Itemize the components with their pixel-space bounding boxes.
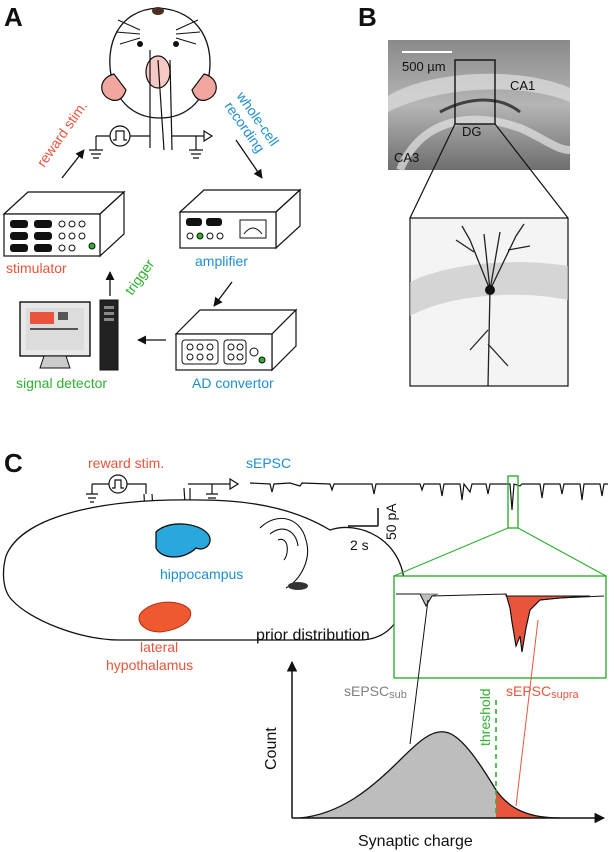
pointer-sub xyxy=(409,599,429,745)
scale-bar-trace xyxy=(348,508,379,527)
stimulus-circuit xyxy=(89,125,214,159)
electrodes xyxy=(149,50,173,151)
label-ca3: CA3 xyxy=(394,150,419,165)
label-prior-distribution: prior distribution xyxy=(256,627,370,644)
label-50pa: 50 pA xyxy=(383,503,399,540)
distribution-plot xyxy=(286,660,606,824)
label-count: Count xyxy=(263,727,280,770)
stimulator-device xyxy=(2,190,126,258)
label-reward-stim-a: reward stim. xyxy=(33,98,90,170)
label-scale-500um: 500 µm xyxy=(402,59,446,74)
label-2s: 2 s xyxy=(350,537,369,553)
sepsc-sub-main: sEPSC xyxy=(344,683,389,699)
label-lateral: lateral xyxy=(140,639,178,655)
rat-brain-sagittal xyxy=(2,499,406,641)
label-sepsc-supra: sEPSCsupra xyxy=(506,683,580,701)
zoom-lines-green xyxy=(393,527,607,577)
zoom-window xyxy=(507,475,519,529)
panel-letter-b: B xyxy=(358,2,377,32)
arrow-amp-to-ad xyxy=(213,281,233,307)
hippocampus-slice-image xyxy=(388,40,571,172)
label-reward-stim-c: reward stim. xyxy=(88,455,164,471)
amplifier-device xyxy=(178,188,302,250)
hippocampus-region xyxy=(155,523,211,558)
sepsc-supra-subscript: supra xyxy=(551,689,579,701)
label-sepsc-sub: sEPSCsub xyxy=(344,683,407,701)
arrow-record xyxy=(235,139,263,179)
label-hypothalamus: hypothalamus xyxy=(106,657,193,673)
zoom-line-left xyxy=(409,123,456,219)
dentate-neuron-image xyxy=(409,217,569,387)
pointer-supra xyxy=(515,619,539,807)
label-trigger: trigger xyxy=(121,256,157,298)
zoom-inset xyxy=(393,575,607,679)
label-signal-detector: signal detector xyxy=(16,375,107,391)
label-sepsc: sEPSC xyxy=(246,455,291,471)
rat-head xyxy=(101,7,217,119)
label-dg: DG xyxy=(462,124,482,139)
label-ca1: CA1 xyxy=(510,78,535,93)
ad-convertor-device xyxy=(174,308,298,372)
panel-letter-a: A xyxy=(4,2,23,32)
label-stimulator: stimulator xyxy=(6,260,67,276)
lateral-hypothalamus-region xyxy=(138,601,192,633)
label-synaptic-charge: Synaptic charge xyxy=(358,833,473,850)
sepsc-sub-subscript: sub xyxy=(389,689,407,701)
signal-detector-computer xyxy=(19,299,119,371)
panel-letter-c: C xyxy=(4,448,23,478)
label-amplifier: amplifier xyxy=(195,253,248,269)
zoom-line-right xyxy=(494,123,569,219)
sepsc-trace xyxy=(249,482,608,511)
label-hippocampus: hippocampus xyxy=(160,566,243,582)
sepsc-supra-main: sEPSC xyxy=(506,683,551,699)
label-ad-convertor: AD convertor xyxy=(192,375,274,391)
arrow-stim xyxy=(61,149,85,179)
label-threshold: threshold xyxy=(477,688,493,746)
